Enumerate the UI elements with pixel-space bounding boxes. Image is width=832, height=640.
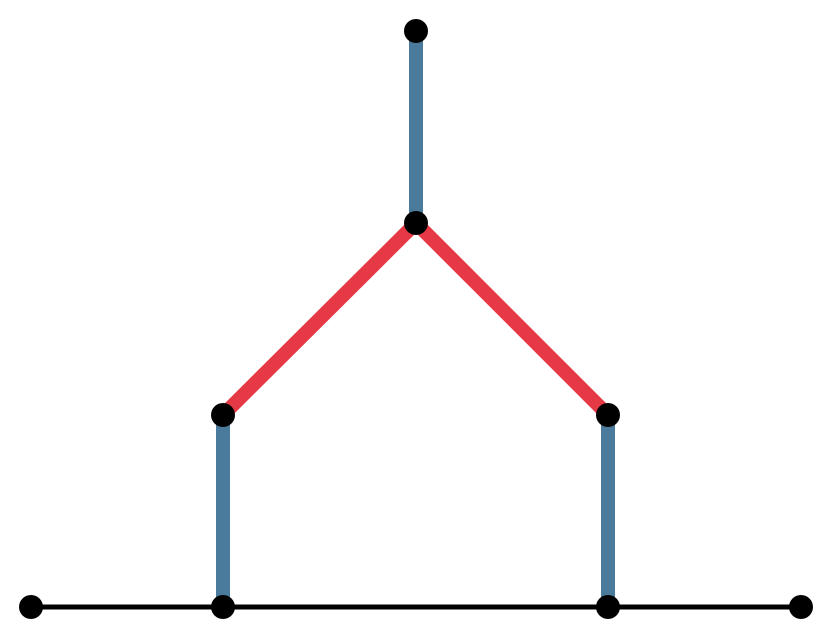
node-right-mid: [596, 403, 620, 427]
node-center: [404, 211, 428, 235]
edge-center-to-left-mid: [218, 218, 421, 420]
node-bottom-far-right: [789, 595, 813, 619]
node-left-mid: [211, 403, 235, 427]
node-bottom-left: [211, 595, 235, 619]
edges-group: [31, 31, 801, 610]
node-top: [404, 19, 428, 43]
nodes-group: [19, 19, 813, 619]
node-bottom-right: [596, 595, 620, 619]
edge-center-to-right-mid: [411, 218, 613, 420]
node-bottom-far-left: [19, 595, 43, 619]
